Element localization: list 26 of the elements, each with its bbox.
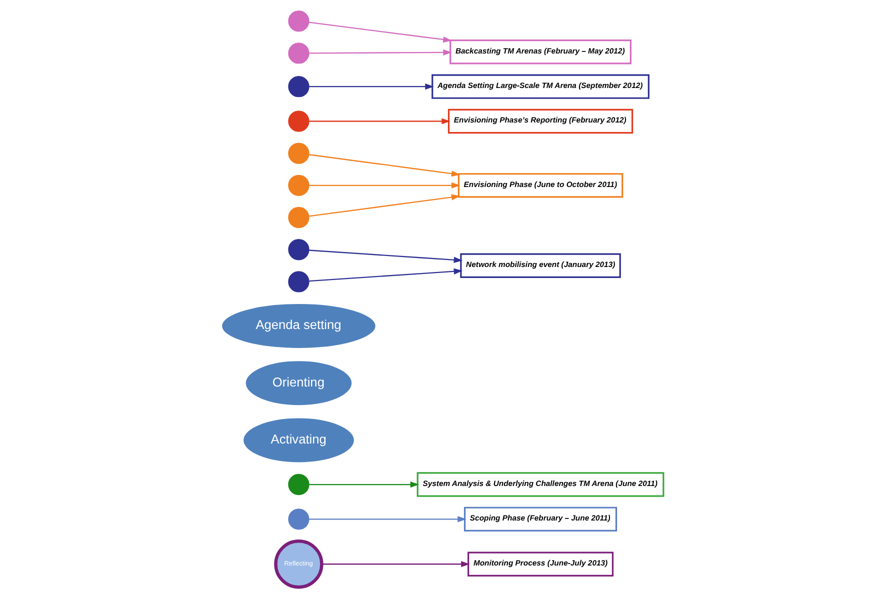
node-circle [288,239,309,260]
arrow [308,194,460,217]
arrow [308,481,419,488]
arrow [308,118,450,124]
node-circle [288,174,309,196]
node-ellipse: Activating [242,417,355,464]
node-ellipse: Orienting [244,360,352,406]
arrow [308,268,462,282]
arrow [308,182,460,188]
node-circle [288,271,309,292]
arrow [308,84,434,90]
node-circle [288,474,309,496]
arrow [308,22,452,43]
node-circle [288,142,309,164]
arrow [308,516,466,522]
node-circle [288,10,309,32]
arrow [308,154,460,177]
node-circle [288,76,309,98]
node-circle [288,42,309,64]
node-circle [288,110,309,132]
arrow [308,250,462,263]
arrow [321,561,470,568]
node-circle [288,206,309,228]
node-ellipse: Agenda setting [220,302,376,350]
node-circle [288,508,309,530]
arrow [308,49,452,56]
